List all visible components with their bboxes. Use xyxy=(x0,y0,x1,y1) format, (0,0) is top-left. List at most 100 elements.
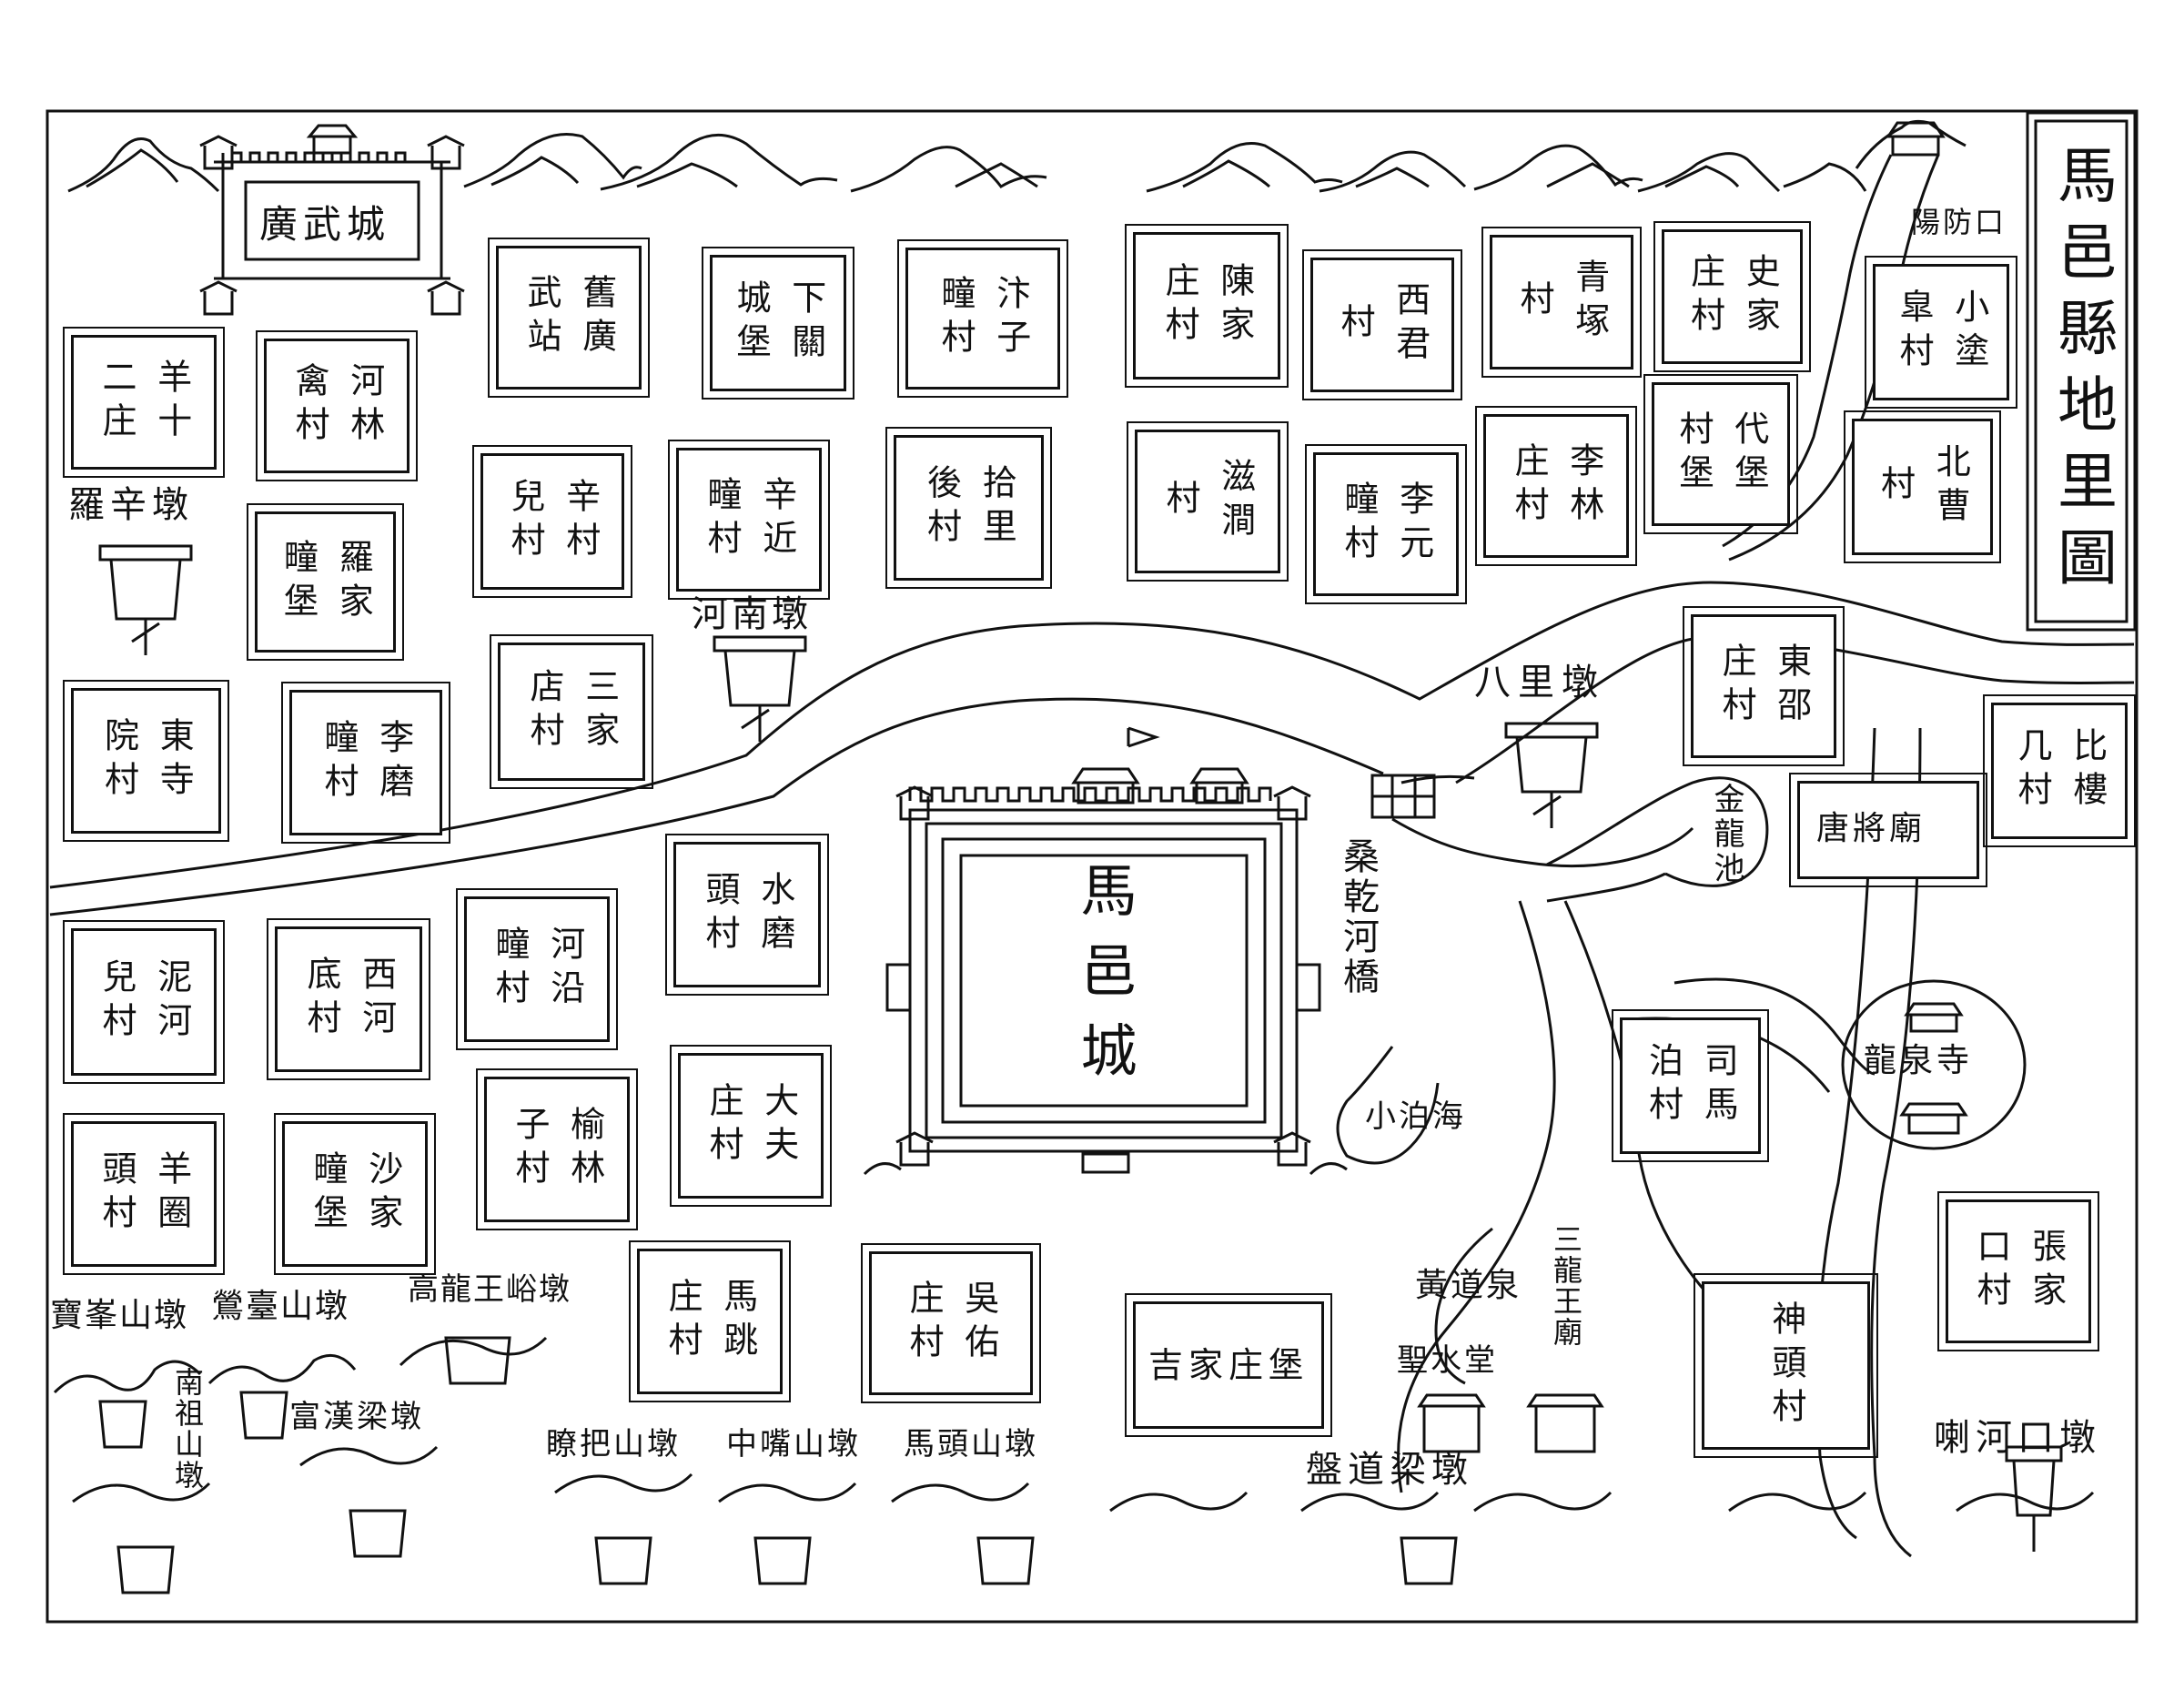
place-liao-ba-shan-dun: 瞭把山墩 xyxy=(546,1426,681,1462)
village-label: 神頭村 xyxy=(1765,1300,1806,1432)
village-label: 河林禽村 xyxy=(289,362,385,450)
village-label: 滋澗村 xyxy=(1160,458,1256,545)
village-box: 河沿疃村 xyxy=(456,888,618,1050)
place-nan-zu-shan-dun: 南祖山墩 xyxy=(170,1367,205,1491)
guangwu-fortress xyxy=(199,124,465,316)
place-ying-tai-shan-dun: 鶯臺山墩 xyxy=(211,1288,350,1325)
village-box: 青塚村 xyxy=(1481,227,1642,378)
place-tang-jiang-temple: 唐將廟 xyxy=(1816,810,1926,847)
place-jinlong-pool: 金龍池 xyxy=(1708,783,1744,886)
village-label: 三家店村 xyxy=(524,668,620,755)
village-label: 陳家庄村 xyxy=(1159,262,1255,349)
place-san-long-wang-miao: 三龍王廟 xyxy=(1549,1224,1583,1348)
village-box: 吳佑庄村 xyxy=(861,1243,1041,1403)
place-zhong-zui-shan-dun: 中嘴山墩 xyxy=(726,1426,861,1462)
village-label: 小塗皐村 xyxy=(1894,288,1989,376)
place-sheng-shui-tang: 聖水堂 xyxy=(1397,1342,1498,1379)
village-label: 舊廣武站 xyxy=(521,274,617,361)
place-fu-han-liang-dun: 富漢梁墩 xyxy=(289,1399,424,1435)
village-box: 吉家庄堡 xyxy=(1125,1293,1332,1437)
village-box: 代堡村堡 xyxy=(1643,374,1798,534)
village-label: 馬跳庄村 xyxy=(662,1278,758,1365)
village-label: 拾里後村 xyxy=(921,464,1017,552)
title-cartouche-inner xyxy=(2034,119,2128,623)
place-la-he-kou-dun: 喇河口墩 xyxy=(1934,1417,2101,1459)
village-label: 羅家疃堡 xyxy=(278,538,374,626)
village-label: 北曹村 xyxy=(1875,443,1971,531)
village-box: 羅家疃堡 xyxy=(247,503,404,661)
village-label: 辛近疃村 xyxy=(702,476,797,563)
village-label: 西君村 xyxy=(1335,281,1431,369)
fortress-name-guangwu: 廣武城 xyxy=(259,202,391,247)
village-box: 辛村兒村 xyxy=(472,445,632,598)
village-label: 吉家庄堡 xyxy=(1148,1344,1309,1385)
village-label: 大夫庄村 xyxy=(703,1082,799,1169)
place-sangqian-bridge: 桑乾河橋 xyxy=(1337,837,1379,997)
village-label: 榆林子村 xyxy=(510,1106,605,1193)
bridge xyxy=(1370,774,1436,819)
place-pan-dao-liang-dun: 盤道梁墩 xyxy=(1306,1449,1473,1491)
village-box: 陳家庄村 xyxy=(1125,224,1289,388)
village-box: 三家店村 xyxy=(490,634,653,789)
village-box: 史家庄村 xyxy=(1653,221,1811,372)
village-label: 司馬泊村 xyxy=(1643,1042,1739,1129)
village-label: 東邵庄村 xyxy=(1716,643,1812,730)
village-box: 李元疃村 xyxy=(1305,444,1467,604)
tang-jiang-temple-box: 唐將廟 xyxy=(1789,773,1987,887)
watch-towers xyxy=(98,544,2063,1552)
village-box: 榆林子村 xyxy=(476,1068,638,1230)
village-box: 河林禽村 xyxy=(256,330,418,481)
village-box: 神頭村 xyxy=(1694,1273,1878,1458)
village-label: 沙家疃堡 xyxy=(308,1150,403,1238)
village-box: 辛近疃村 xyxy=(668,440,830,600)
city-name-mayi: 馬邑城 xyxy=(1070,860,1138,1101)
place-luo-xin-dun: 羅辛墩 xyxy=(68,484,194,526)
village-label: 李林庄村 xyxy=(1509,442,1604,530)
village-label: 青塚村 xyxy=(1514,258,1610,346)
village-label: 張家口村 xyxy=(1971,1228,2067,1315)
village-box: 北曹村 xyxy=(1844,410,2001,563)
place-he-nan-dun: 河南墩 xyxy=(692,593,812,635)
village-box: 下關城堡 xyxy=(702,247,854,400)
place-ma-tou-shan-dun: 馬頭山墩 xyxy=(904,1426,1038,1462)
village-box: 東邵庄村 xyxy=(1683,606,1845,766)
village-box: 泥河兒村 xyxy=(63,920,225,1084)
village-label: 西河底村 xyxy=(301,956,397,1043)
north-mountains xyxy=(67,133,1867,193)
place-huang-dao-quan: 黃道泉 xyxy=(1415,1267,1522,1304)
village-box: 比樓几村 xyxy=(1983,694,2136,847)
village-label: 東寺院村 xyxy=(98,717,195,805)
village-box: 西河底村 xyxy=(267,918,430,1080)
village-box: 司馬泊村 xyxy=(1612,1009,1769,1162)
south-mountains xyxy=(53,1336,2095,1594)
village-label: 羊十二庄 xyxy=(96,359,192,446)
village-box: 東寺院村 xyxy=(63,680,229,842)
village-box: 汴子疃村 xyxy=(897,239,1068,398)
village-box: 李林庄村 xyxy=(1475,406,1637,566)
village-box: 羊圈頭村 xyxy=(63,1113,225,1275)
place-longquan-temple: 龍泉寺 xyxy=(1864,1042,1974,1079)
village-box: 大夫庄村 xyxy=(670,1045,832,1207)
village-box: 張家口村 xyxy=(1937,1191,2099,1351)
map-title: 馬邑縣地里圖 xyxy=(2048,143,2118,602)
title-cartouche xyxy=(2026,111,2137,632)
village-box: 馬跳庄村 xyxy=(629,1240,791,1402)
village-label: 辛村兒村 xyxy=(505,478,601,565)
village-label: 李磨疃村 xyxy=(318,719,414,806)
village-box: 滋澗村 xyxy=(1127,421,1289,582)
village-label: 水磨頭村 xyxy=(700,871,795,958)
longquan-temple-circle xyxy=(1841,979,2027,1150)
village-box: 西君村 xyxy=(1302,249,1462,400)
place-bao-feng-shan-dun: 寶峯山墩 xyxy=(50,1297,189,1334)
village-label: 比樓几村 xyxy=(2012,727,2108,815)
village-label: 下關城堡 xyxy=(731,279,826,367)
village-box: 舊廣武站 xyxy=(488,238,650,398)
place-gao-long-wang-yu-dun: 高龍王峪墩 xyxy=(408,1271,571,1308)
village-box: 沙家疃堡 xyxy=(274,1113,436,1275)
place-yang-fang-kou: 陽防口 xyxy=(1911,205,2007,239)
village-box: 拾里後村 xyxy=(885,427,1052,589)
village-label: 代堡村堡 xyxy=(1673,410,1769,498)
village-label: 羊圈頭村 xyxy=(96,1150,192,1238)
place-ba-li-dun: 八里墩 xyxy=(1474,662,1605,703)
village-box: 水磨頭村 xyxy=(665,834,829,996)
